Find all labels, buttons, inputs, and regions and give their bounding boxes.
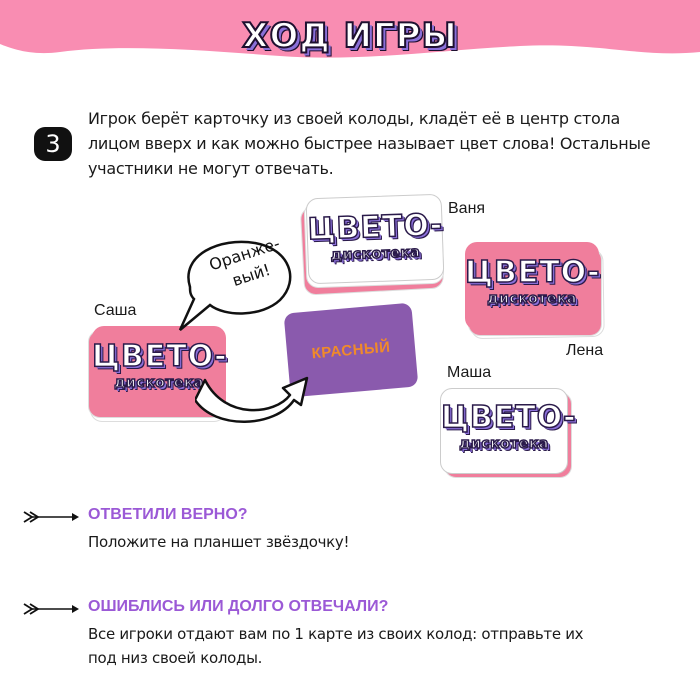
card-logo-line1: ЦВЕТО- [91,339,228,374]
color-word: КРАСНЫЙ [310,338,392,362]
card-logo-line2: дискотека [330,244,422,265]
player-name-masha: Маша [447,364,492,381]
step-number-badge: 3 [34,127,72,161]
card-logo-line1: ЦВЕТО- [464,255,601,290]
rule-title: ОТВЕТИЛИ ВЕРНО? [88,506,248,523]
player-name-lena: Лена [566,342,604,359]
rule-body: Положите на планшет звёздочку! [88,533,350,551]
card-logo-line2: дискотека [113,375,204,391]
rule-body: Все игроки отдают вам по 1 карте из свои… [88,625,584,667]
header-wave-background [0,0,700,58]
rule-title: ОШИБЛИСЬ ИЛИ ДОЛГО ОТВЕЧАЛИ? [88,598,389,615]
arrow-right-icon [23,603,79,615]
card-logo-line2: дискотека [458,436,549,452]
arrow-right-icon [23,511,79,523]
curved-arrow-icon [195,376,309,423]
player-name-sasha: Саша [94,302,137,319]
card-logo-line1: ЦВЕТО- [306,207,444,248]
page-title: ХОД ИГРЫ [241,15,458,57]
card-logo-line1: ЦВЕТО- [440,400,577,435]
card-logo-line2: дискотека [486,291,577,307]
speech-bubble-icon [178,240,292,331]
step-description: Игрок берёт карточку из своей колоды, кл… [88,109,651,178]
player-name-vanya: Ваня [448,200,486,217]
page-header: ХОД ИГРЫ [0,0,700,90]
